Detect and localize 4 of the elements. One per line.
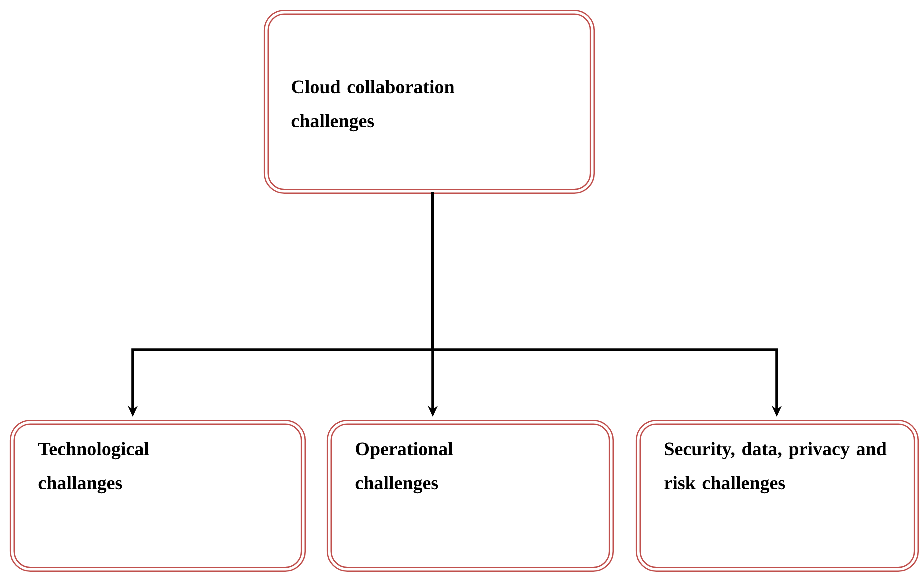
- category-box: Technological challanges: [10, 420, 306, 572]
- category-box: Operational challenges: [326, 420, 614, 572]
- category-box: Security, data, privacy and risk challenges: [636, 420, 920, 572]
- title-box: Cloud collaboration challenges: [264, 10, 596, 194]
